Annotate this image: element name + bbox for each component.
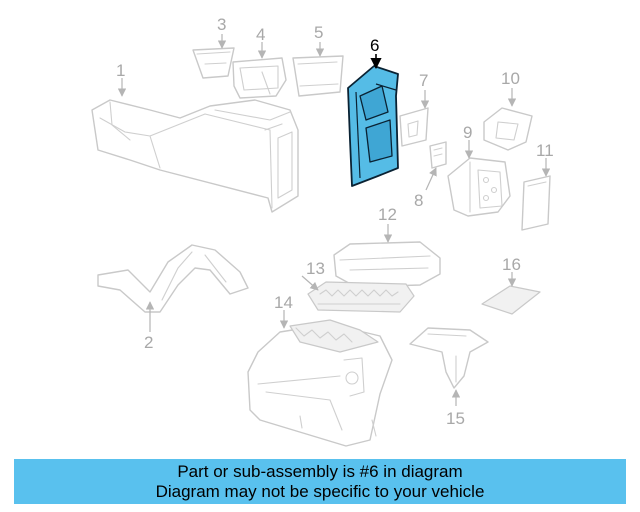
parts-diagram: 1 2 3 4 5 6 7 8 9 10 11 12 13 14 15 16 — [91, 15, 554, 447]
callout-4[interactable]: 4 — [256, 25, 265, 44]
part-5-pocket[interactable] — [292, 55, 344, 97]
part-14-console-body[interactable] — [247, 319, 393, 447]
callout-9[interactable]: 9 — [463, 123, 472, 142]
callout-10[interactable]: 10 — [501, 69, 520, 88]
callout-12[interactable]: 12 — [378, 205, 397, 224]
callout-labels: 1 2 3 4 5 6 7 8 9 10 11 12 13 14 15 16 — [116, 15, 554, 428]
part-1-console-base[interactable] — [91, 99, 299, 213]
callout-16[interactable]: 16 — [502, 255, 521, 274]
part-12-armrest-lid[interactable] — [333, 241, 441, 288]
banner-line-part-number: Part or sub-assembly is #6 in diagram — [177, 461, 463, 481]
callout-14[interactable]: 14 — [274, 293, 293, 312]
callout-8[interactable]: 8 — [414, 191, 423, 210]
callout-1[interactable]: 1 — [116, 61, 125, 80]
part-10-bezel[interactable] — [483, 107, 533, 151]
callout-5[interactable]: 5 — [314, 23, 323, 42]
part-13-hinge-plate[interactable] — [307, 281, 415, 313]
part-2-bracket[interactable] — [97, 244, 249, 313]
part-6-panel-highlighted[interactable] — [347, 65, 399, 187]
callout-11[interactable]: 11 — [536, 141, 554, 160]
part-7-plate[interactable] — [399, 107, 429, 147]
banner-line-disclaimer: Diagram may not be specific to your vehi… — [155, 481, 485, 501]
leader-lines — [117, 34, 551, 406]
callout-3[interactable]: 3 — [217, 15, 226, 34]
callout-6[interactable]: 6 — [370, 36, 379, 55]
part-3-bin[interactable] — [192, 47, 235, 79]
part-9-housing[interactable] — [447, 157, 511, 217]
callout-15[interactable]: 15 — [446, 409, 465, 428]
callout-2[interactable]: 2 — [144, 333, 153, 352]
part-15-bracket[interactable] — [409, 327, 489, 389]
part-11-plate[interactable] — [521, 175, 551, 231]
info-banner: Part or sub-assembly is #6 in diagram Di… — [14, 459, 626, 504]
callout-7[interactable]: 7 — [419, 71, 428, 90]
part-4-tray[interactable] — [232, 57, 287, 99]
part-8-switch[interactable] — [429, 141, 447, 169]
part-16-plate[interactable] — [481, 285, 541, 315]
callout-13[interactable]: 13 — [306, 259, 325, 278]
